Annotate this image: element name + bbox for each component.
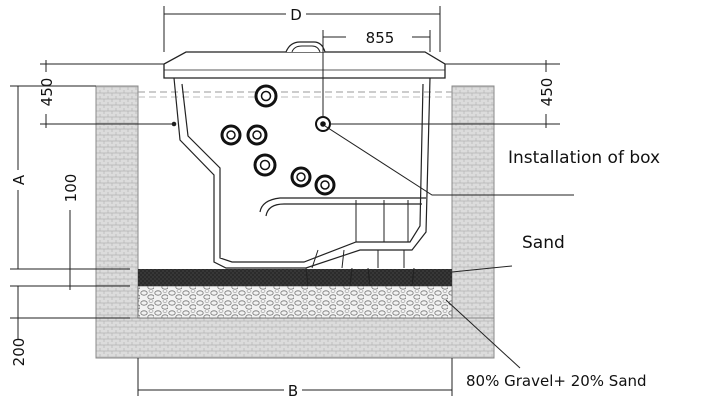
dimension-200-label: 200 (10, 338, 28, 367)
gravel-label: 80% Gravel+ 20% Sand (466, 372, 647, 390)
dimension-100: 100 (10, 174, 130, 290)
gravel-layer (137, 285, 453, 319)
left-wall (95, 85, 139, 359)
dimension-b-label: B (288, 382, 298, 400)
dimension-left-450-label: 450 (38, 78, 56, 107)
box-body (171, 77, 431, 287)
dimension-100-label: 100 (62, 174, 80, 203)
right-wall (451, 85, 495, 359)
installation-leader (324, 125, 574, 196)
gravel-leader (445, 299, 521, 369)
dimension-right-450-label: 450 (538, 78, 556, 107)
dimension-d: D (163, 6, 441, 52)
sand-leader (451, 265, 513, 273)
dimension-left-450: 450 (38, 60, 172, 128)
dimension-right-450: 450 (330, 60, 560, 128)
dimension-d-label: D (290, 6, 302, 24)
box-lid (163, 41, 446, 79)
sand-label: Sand (522, 233, 565, 253)
jet-fittings (220, 84, 336, 196)
dimension-200: 200 (10, 286, 130, 366)
floor-slab (95, 317, 495, 359)
installation-label: Installation of box (508, 148, 660, 168)
sand-layer (138, 269, 452, 286)
dimension-b: B (137, 358, 453, 400)
dimension-855: 855 (323, 29, 431, 52)
dimension-855-label: 855 (366, 29, 395, 47)
dimension-a-label: A (10, 174, 28, 185)
